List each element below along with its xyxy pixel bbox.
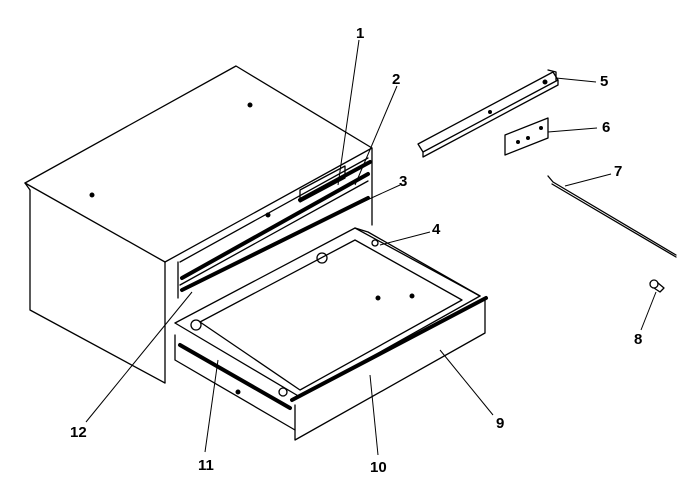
callout-2: 2 bbox=[392, 71, 400, 88]
callout-6: 6 bbox=[602, 119, 610, 136]
callout-1: 1 bbox=[356, 25, 364, 42]
open-drawer bbox=[174, 227, 488, 441]
upper-drawer-fronts bbox=[179, 157, 372, 292]
drawer-slide-part bbox=[417, 69, 559, 158]
callout-10: 10 bbox=[370, 459, 387, 476]
bracket-part bbox=[504, 117, 549, 156]
leader-lines bbox=[85, 39, 657, 456]
callout-3: 3 bbox=[399, 173, 407, 190]
callout-4: 4 bbox=[432, 221, 441, 238]
callout-7: 7 bbox=[614, 163, 622, 180]
callout-8: 8 bbox=[634, 331, 642, 348]
rod-part bbox=[547, 175, 677, 258]
callout-labels: 1 2 3 4 5 6 7 8 9 10 11 12 bbox=[70, 25, 642, 476]
callout-9: 9 bbox=[496, 415, 504, 432]
callout-12: 12 bbox=[70, 424, 87, 441]
callout-11: 11 bbox=[198, 457, 214, 474]
bolt-part bbox=[649, 279, 665, 293]
cabinet-body bbox=[24, 65, 373, 384]
callout-5: 5 bbox=[600, 73, 608, 90]
